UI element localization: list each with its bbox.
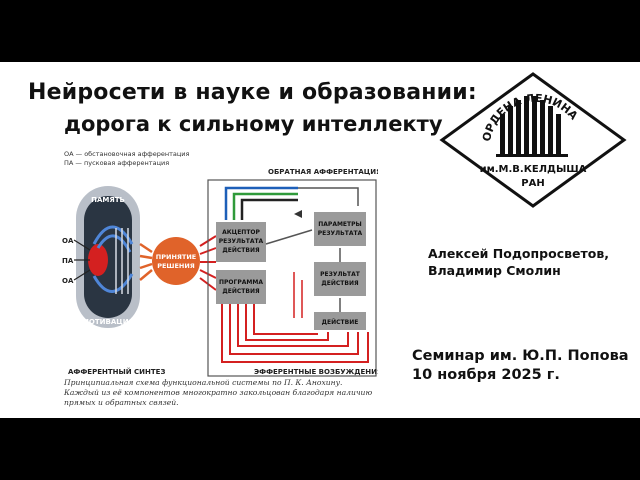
program-label-2: ДЕЙСТВИЯ <box>222 287 260 295</box>
oa-label-bottom: ОА <box>62 277 74 285</box>
letterbox-top <box>0 0 640 62</box>
oa-label-top: ОА <box>62 237 74 245</box>
legend-pa: ПА — пусковая афферентация <box>64 159 169 167</box>
excitation-core <box>88 244 108 276</box>
memory-label: ПАМЯТЬ <box>91 196 125 204</box>
legend-oa: ОА — обстановочная афферентация <box>64 150 189 158</box>
motivation-label: МОТИВАЦИЯ <box>82 318 134 326</box>
functional-system-diagram: ОА — обстановочная афферентация ПА — пус… <box>62 150 378 377</box>
program-box <box>216 270 266 304</box>
seminar-date: 10 ноября 2025 г. <box>412 367 560 383</box>
letterbox-bottom <box>0 418 640 480</box>
seminar-block: Семинар им. Ю.П. Попова 10 ноября 2025 г… <box>412 347 629 385</box>
author-2: Владимир Смолин <box>428 263 561 278</box>
pa-label: ПА <box>62 257 74 265</box>
program-label-1: ПРОГРАММА <box>219 279 263 286</box>
params-box <box>314 212 366 246</box>
seminar-name: Семинар им. Ю.П. Попова <box>412 348 629 364</box>
logo-org-text: РАН <box>521 178 544 189</box>
result-label-1: РЕЗУЛЬТАТ <box>320 271 361 278</box>
action-box <box>314 312 366 330</box>
logo-bottom-text: им.М.В.КЕЛДЫША <box>480 164 587 175</box>
decision-label-2: РЕШЕНИЯ <box>157 262 195 270</box>
afferent-synthesis-label: АФФЕРЕНТНЫЙ СИНТЕЗ <box>68 367 165 376</box>
acceptor-label-1: АКЦЕПТОР <box>222 229 260 236</box>
acceptor-label-3: ДЕЙСТВИЯ <box>222 246 260 254</box>
presentation-slide: Нейросети в науке и образовании: дорога … <box>0 62 640 418</box>
params-label-1: ПАРАМЕТРЫ <box>318 221 361 228</box>
keldysh-institute-logo: ОРДЕНА ЛЕНИНА им.М.В.КЕЛДЫША РАН <box>439 72 627 208</box>
efferent-label: ЭФФЕРЕНТНЫЕ ВОЗБУЖДЕНИЯ <box>254 368 378 376</box>
feedback-label: ОБРАТНАЯ АФФЕРЕНТАЦИЯ <box>268 168 378 176</box>
decision-label-1: ПРИНЯТИЕ <box>156 253 196 261</box>
acceptor-label-2: РЕЗУЛЬТАТА <box>219 238 264 245</box>
authors-block: Алексей Подопросветов, Владимир Смолин <box>428 245 609 279</box>
author-1: Алексей Подопросветов, <box>428 246 609 261</box>
diagram-caption: Принципиальная схема функциональной сист… <box>64 378 373 407</box>
action-label: ДЕЙСТВИЕ <box>322 318 359 326</box>
result-label-2: ДЕЙСТВИЯ <box>321 279 359 287</box>
result-box <box>314 262 366 296</box>
slide-title-line2: дорога к сильному интеллекту <box>64 112 443 136</box>
logo-building-icon <box>496 96 568 157</box>
params-label-2: РЕЗУЛЬТАТА <box>318 230 363 237</box>
decision-node <box>152 237 200 285</box>
slide-title-line1: Нейросети в науке и образовании: <box>28 80 477 105</box>
acceptor-box <box>216 222 266 262</box>
